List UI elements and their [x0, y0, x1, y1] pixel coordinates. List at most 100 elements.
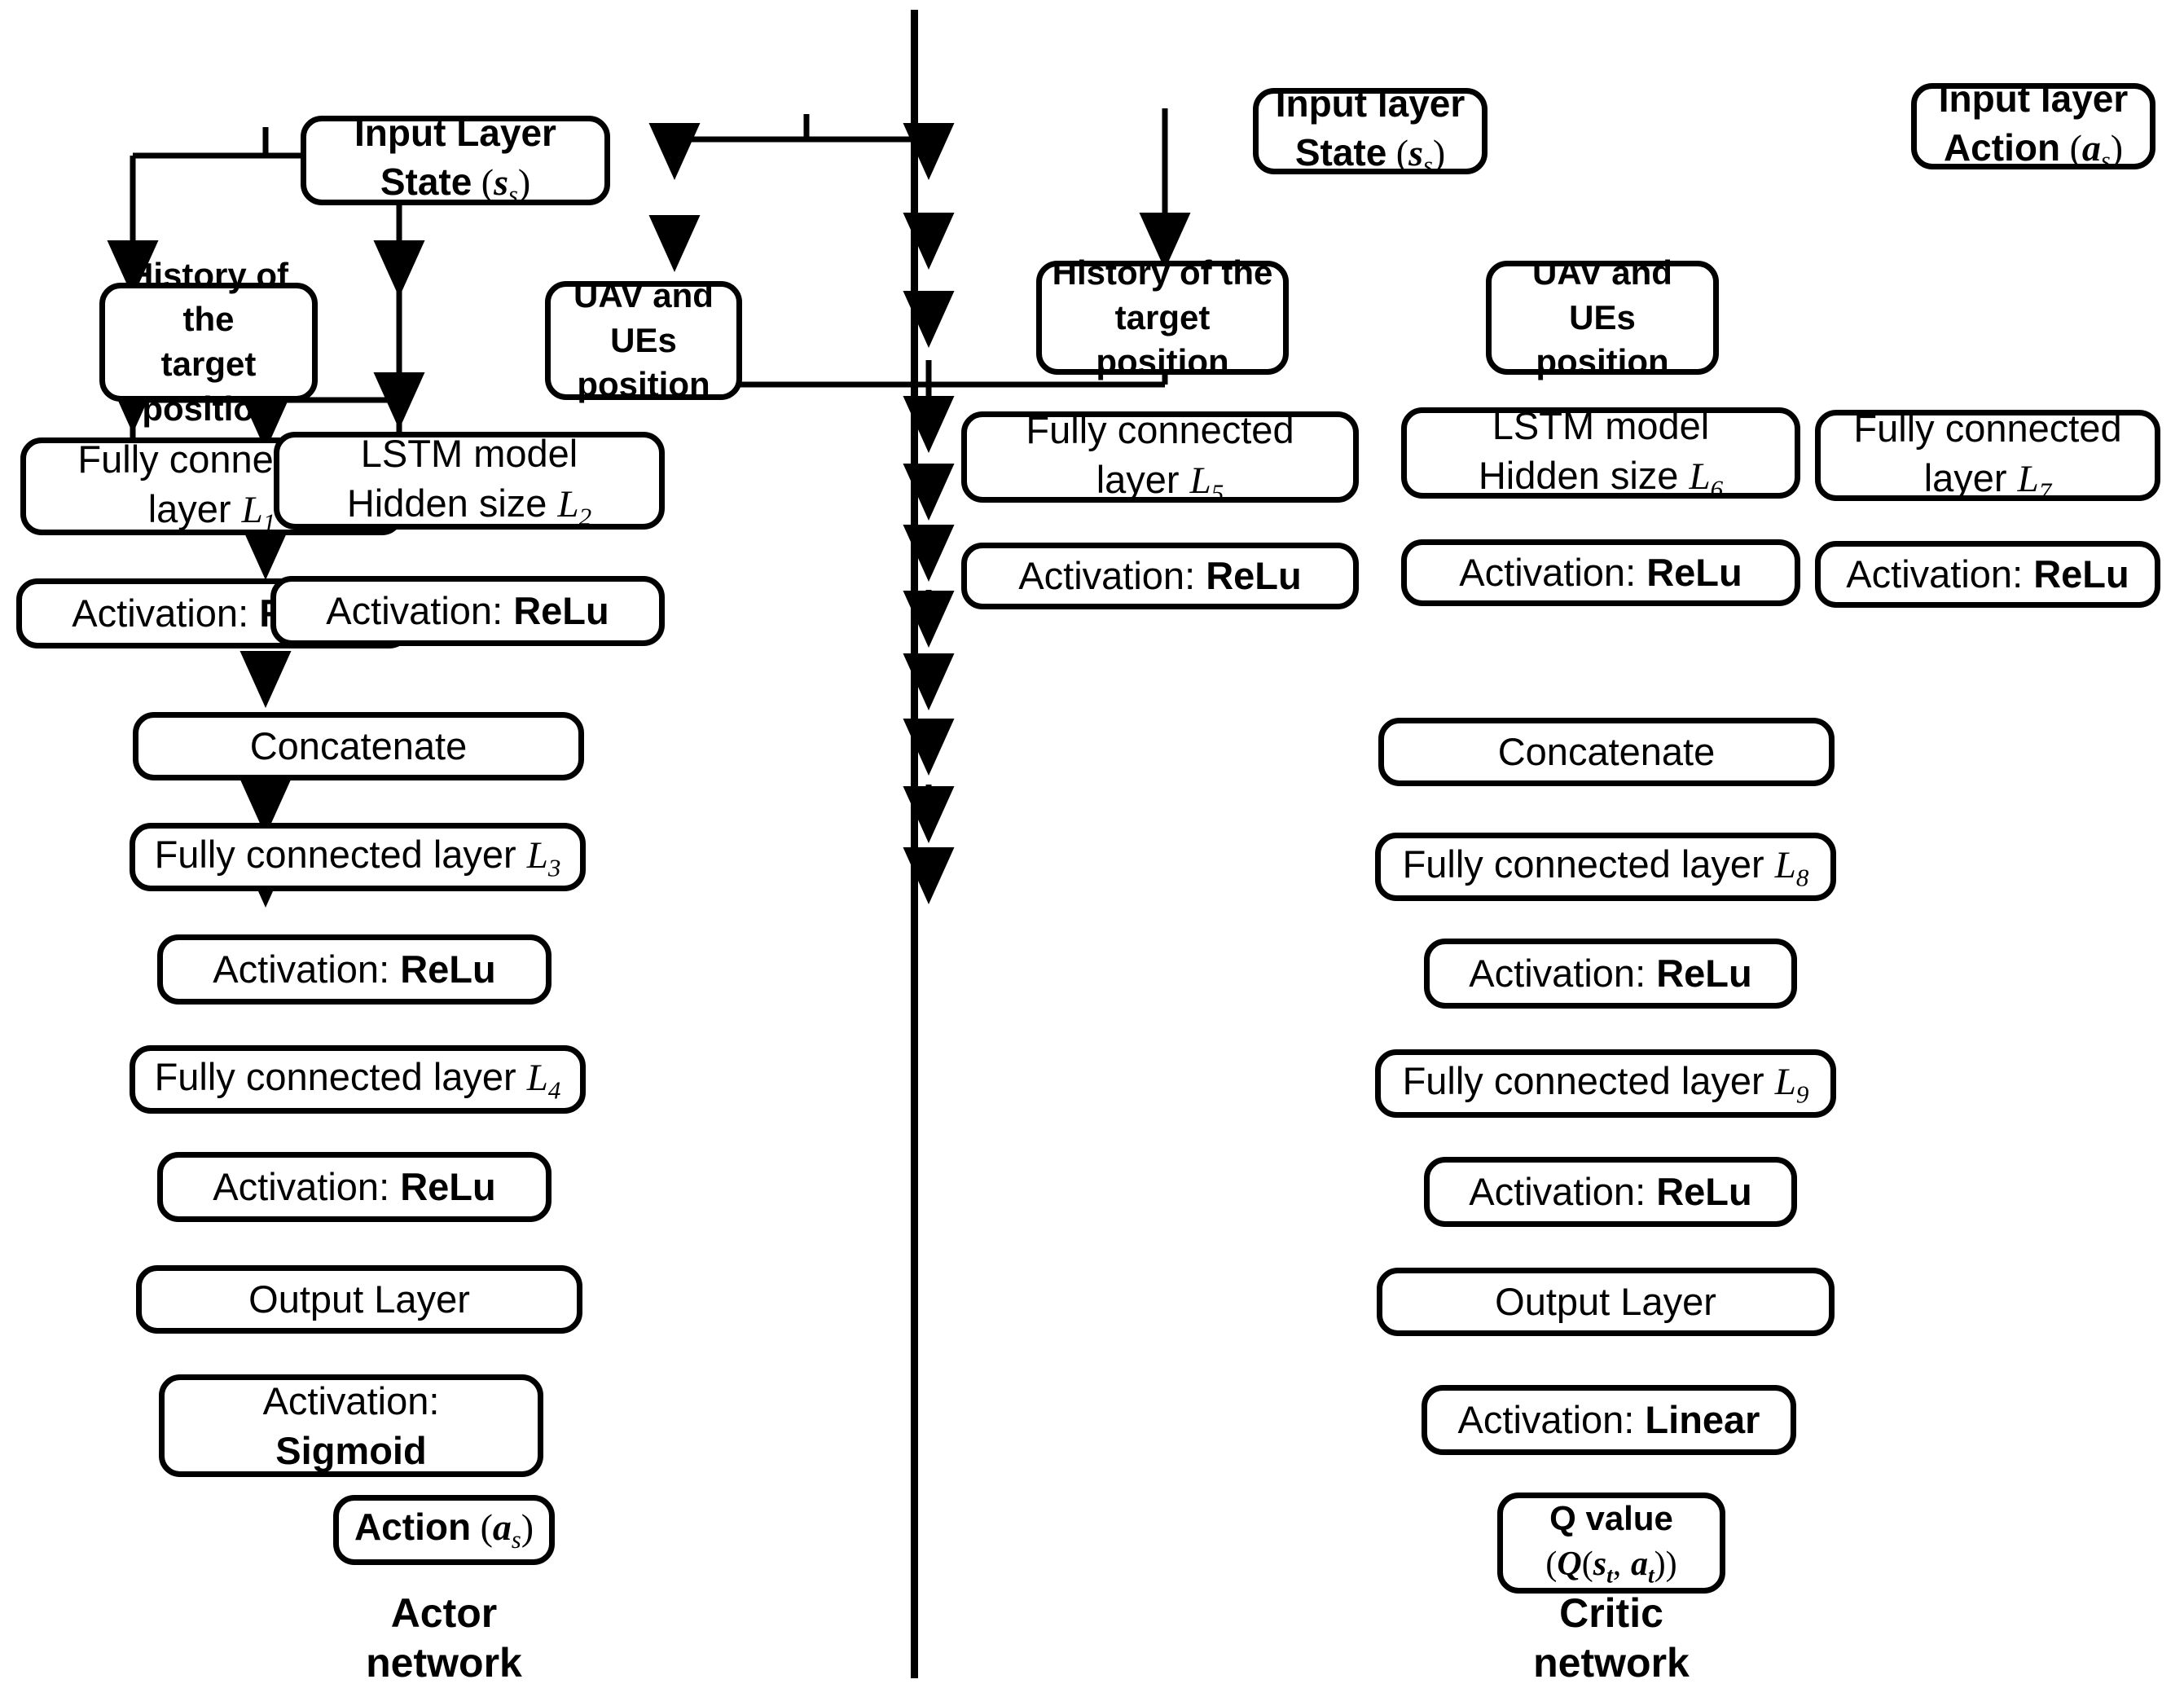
actor-uav-line1: UAV and — [573, 276, 714, 315]
actor-activation-relu-2-box[interactable]: Activation: ReLu — [270, 576, 665, 646]
actor-fc3-var: L — [526, 834, 548, 877]
actor-fc-layer-3-box[interactable]: Fully connected layer L3 — [130, 823, 586, 891]
actor-relu4-prefix: Activation: — [213, 1165, 390, 1209]
critic-action-var: a — [2081, 127, 2101, 169]
critic-input-state-label: State — [1294, 131, 1387, 174]
critic-uav-line3: position — [1536, 342, 1669, 381]
actor-history-line2: target — [160, 345, 257, 383]
critic-output-layer-box[interactable]: Output Layer — [1377, 1268, 1835, 1336]
critic-uav-line2: UEs — [1569, 297, 1636, 336]
critic-input-state-line1: Input layer — [1275, 82, 1466, 125]
critic-fc7-line1: Fully connected — [1853, 406, 2122, 450]
critic-network-caption: Critic network — [1436, 1589, 1786, 1688]
critic-qvalue-q: Q — [1557, 1545, 1582, 1583]
critic-relu5-prefix: Activation: — [1018, 554, 1196, 598]
actor-fc4-sub: 4 — [547, 1075, 561, 1105]
critic-fc8-var: L — [1774, 844, 1796, 887]
actor-uav-ues-position-box[interactable]: UAV and UEs position — [545, 276, 742, 404]
critic-input-layer-state-box[interactable]: Input layer State (ss) — [1253, 82, 1487, 179]
critic-qvalue-s: s — [1593, 1545, 1607, 1583]
critic-qvalue-s-sub: t — [1606, 1561, 1613, 1587]
critic-qvalue-line1: Q value — [1549, 1499, 1673, 1537]
actor-output-layer-label: Output Layer — [248, 1277, 470, 1321]
critic-relu8-value: ReLu — [1656, 952, 1752, 996]
critic-concatenate-box[interactable]: Concatenate — [1378, 718, 1835, 786]
critic-lstm-layer-6-box[interactable]: LSTM model Hidden size L6 — [1401, 403, 1800, 503]
actor-lstm-layer-2-box[interactable]: LSTM model Hidden size L2 — [274, 432, 665, 530]
actor-lstm-var: L — [557, 482, 579, 525]
critic-state-var: s — [1408, 132, 1424, 174]
critic-qvalue-a: a — [1630, 1545, 1648, 1583]
critic-activation-relu-5-box[interactable]: Activation: ReLu — [961, 543, 1359, 609]
actor-relu1-prefix: Activation: — [72, 591, 249, 635]
critic-relu6-prefix: Activation: — [1459, 551, 1637, 595]
actor-action-output-box[interactable]: Action (as) — [333, 1495, 555, 1565]
critic-history-target-position-box[interactable]: History of the target position — [1036, 253, 1289, 380]
critic-output-layer-label: Output Layer — [1495, 1280, 1716, 1324]
critic-fc5-var: L — [1189, 459, 1211, 502]
critic-fc5-sub: 5 — [1211, 478, 1224, 508]
critic-q-value-box[interactable]: Q value (Q(st, at)) — [1497, 1493, 1725, 1594]
critic-relu9-value: ReLu — [1656, 1170, 1752, 1214]
actor-fc-layer-4-box[interactable]: Fully connected layer L4 — [130, 1045, 586, 1114]
critic-fc-layer-9-box[interactable]: Fully connected layer L9 — [1375, 1049, 1836, 1118]
actor-input-layer-state-box[interactable]: Input Layer State (ss) — [301, 112, 610, 209]
actor-fc1-line2: layer — [147, 486, 231, 530]
actor-lstm-line2: Hidden size — [346, 481, 547, 525]
critic-input-layer-action-box[interactable]: Input layer Action (as) — [1911, 77, 2155, 174]
critic-activation-linear-box[interactable]: Activation: Linear — [1422, 1385, 1796, 1455]
critic-qvalue-a-sub: t — [1647, 1561, 1654, 1587]
critic-uav-line1: UAV and — [1532, 253, 1672, 292]
critic-activation-relu-9-box[interactable]: Activation: ReLu — [1424, 1157, 1797, 1227]
actor-lstm-sub: 2 — [578, 502, 592, 531]
actor-activation-sigmoid-box[interactable]: Activation: Sigmoid — [159, 1374, 543, 1477]
critic-history-line3: position — [1096, 342, 1229, 381]
critic-fc7-line2: layer — [1923, 455, 2007, 499]
actor-history-line1: History of the — [128, 255, 288, 339]
critic-linear-value: Linear — [1645, 1398, 1760, 1442]
critic-fc7-var: L — [2017, 457, 2039, 500]
actor-network-caption: Actor network — [269, 1589, 619, 1688]
critic-fc5-line1: Fully connected — [1026, 407, 1294, 451]
actor-state-sub: s — [508, 181, 518, 209]
actor-relu2-prefix: Activation: — [326, 589, 503, 633]
critic-history-line2: target — [1114, 297, 1211, 336]
actor-history-target-position-box[interactable]: History of the target position — [99, 256, 318, 428]
critic-lstm6-line2: Hidden size — [1478, 453, 1679, 497]
actor-fc1-var: L — [241, 488, 263, 531]
critic-input-action-label: Action — [1943, 126, 2061, 169]
critic-fc7-sub: 7 — [2038, 477, 2052, 506]
actor-relu4-value: ReLu — [400, 1165, 496, 1209]
critic-input-action-line1: Input layer — [1938, 77, 2129, 121]
critic-fc8-prefix: Fully connected layer — [1402, 842, 1764, 886]
critic-lstm6-var: L — [1689, 455, 1711, 498]
critic-lstm6-sub: 6 — [1710, 474, 1724, 503]
actor-action-sub: s — [511, 1526, 521, 1554]
critic-fc5-line2: layer — [1096, 457, 1180, 501]
actor-fc4-prefix: Fully connected layer — [154, 1055, 516, 1099]
critic-uav-ues-position-box[interactable]: UAV and UEs position — [1486, 253, 1719, 380]
actor-output-layer-box[interactable]: Output Layer — [136, 1265, 582, 1334]
critic-action-sub: s — [2100, 147, 2111, 175]
critic-linear-prefix: Activation: — [1457, 1398, 1635, 1442]
actor-activation-relu-3-box[interactable]: Activation: ReLu — [157, 934, 551, 1005]
critic-fc-layer-5-box[interactable]: Fully connected layer L5 — [961, 407, 1359, 507]
critic-activation-relu-6-box[interactable]: Activation: ReLu — [1401, 539, 1800, 606]
actor-input-layer-state-label: State — [380, 160, 472, 204]
actor-caption-line2: network — [366, 1640, 522, 1686]
critic-caption-line1: Critic — [1559, 1590, 1663, 1636]
critic-lstm6-line1: LSTM model — [1492, 403, 1710, 447]
actor-state-var: s — [494, 161, 509, 204]
critic-fc-layer-7-box[interactable]: Fully connected layer L7 — [1815, 406, 2160, 505]
critic-activation-relu-8-box[interactable]: Activation: ReLu — [1424, 939, 1797, 1009]
actor-uav-line3: position — [577, 365, 710, 404]
critic-fc9-prefix: Fully connected layer — [1402, 1059, 1764, 1103]
actor-action-label: Action — [354, 1506, 472, 1549]
critic-fc-layer-8-box[interactable]: Fully connected layer L8 — [1375, 833, 1836, 901]
critic-concatenate-label: Concatenate — [1497, 730, 1716, 774]
actor-concatenate-box[interactable]: Concatenate — [133, 712, 584, 780]
actor-activation-relu-4-box[interactable]: Activation: ReLu — [157, 1152, 551, 1222]
critic-activation-relu-7-box[interactable]: Activation: ReLu — [1815, 541, 2160, 608]
actor-sigmoid-prefix: Activation: — [262, 1378, 440, 1422]
panel-divider — [911, 10, 918, 1678]
